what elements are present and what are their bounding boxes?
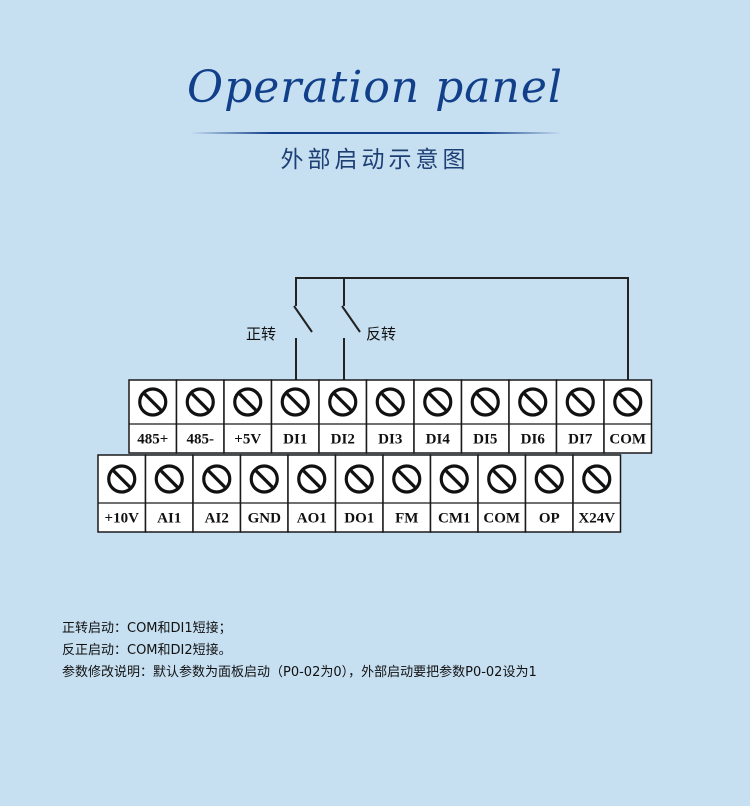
- screw-slot: [191, 392, 210, 412]
- screw-slot: [112, 469, 131, 489]
- terminal-label: DI3: [378, 432, 402, 448]
- terminal-di1: DI1: [270, 379, 320, 454]
- screw-slot: [350, 469, 369, 489]
- page-subtitle: 外部启动示意图: [280, 147, 470, 173]
- screw-slot: [302, 469, 321, 489]
- screw-slot: [207, 469, 226, 489]
- screw-slot: [618, 392, 637, 412]
- page-title: Operation panel: [187, 62, 563, 113]
- screw-slot: [238, 392, 257, 412]
- terminal-label: COM: [609, 432, 646, 448]
- screw-slot: [587, 469, 606, 489]
- terminal-ai2: AI2: [192, 454, 242, 533]
- terminal-label: +10V: [105, 511, 140, 527]
- note-reverse: 反正启动：COM和DI2短接。: [62, 643, 232, 658]
- forward-switch-label: 正转: [246, 325, 276, 343]
- note-parameter: 参数修改说明：默认参数为面板启动（P0-02为0），外部启动要把参数P0-02设…: [62, 665, 537, 680]
- terminal-com: COM: [477, 454, 527, 533]
- screw-slot: [476, 392, 495, 412]
- reverse-switch-blade: [341, 305, 361, 333]
- terminal-di4: DI4: [413, 379, 463, 454]
- terminal-label: FM: [395, 511, 418, 527]
- terminal-op: OP: [524, 454, 574, 533]
- screw-slot: [255, 469, 274, 489]
- note-forward: 正转启动：COM和DI1短接；: [62, 621, 232, 636]
- screw-slot: [492, 469, 511, 489]
- terminal-fm: FM: [382, 454, 432, 533]
- screw-slot: [143, 392, 162, 412]
- screw-slot: [286, 392, 305, 412]
- terminal-di7: DI7: [555, 379, 605, 454]
- terminal-10v: +10V: [97, 454, 147, 533]
- terminal-label: AO1: [297, 511, 327, 527]
- terminal-ai1: AI1: [144, 454, 194, 533]
- screw-slot: [428, 392, 447, 412]
- terminal-label: COM: [483, 511, 520, 527]
- terminal-label: 485+: [137, 432, 168, 448]
- terminal-5v: +5V: [223, 379, 273, 454]
- screw-slot: [540, 469, 559, 489]
- terminal-row-1: 485+ 485- +5V DI1 DI2 DI3 DI4 DI5 DI6 DI7 COM: [128, 379, 653, 454]
- terminal-label: X24V: [578, 511, 615, 527]
- terminal-label: AI2: [205, 511, 229, 527]
- screw-slot: [160, 469, 179, 489]
- screw-slot: [445, 469, 464, 489]
- terminal-label: DI6: [521, 432, 546, 448]
- terminal-label: +5V: [234, 432, 261, 448]
- terminal-gnd: GND: [239, 454, 289, 533]
- terminal-cm1: CM1: [429, 454, 479, 533]
- terminal-label: DI1: [283, 432, 307, 448]
- reverse-switch-label: 反转: [366, 325, 396, 343]
- screw-slot: [397, 469, 416, 489]
- terminal-label: DI2: [331, 432, 355, 448]
- top-bus-wire: [295, 277, 629, 380]
- terminal-di2: DI2: [318, 379, 368, 454]
- terminal-di5: DI5: [460, 379, 510, 454]
- terminal-label: AI1: [157, 511, 181, 527]
- terminal-ao1: AO1: [287, 454, 337, 533]
- terminal-label: DI7: [568, 432, 593, 448]
- terminal-di6: DI6: [508, 379, 558, 454]
- forward-switch-blade: [293, 305, 313, 333]
- terminal-di3: DI3: [365, 379, 415, 454]
- wiring-lines: [293, 277, 629, 380]
- screw-slot: [381, 392, 400, 412]
- terminal-label: CM1: [438, 511, 471, 527]
- terminal-label: 485-: [187, 432, 215, 448]
- terminal-row-2: +10V AI1 AI2 GND AO1 DO1 FM CM1 COM OP X24V: [97, 454, 622, 533]
- title-divider: [190, 132, 562, 134]
- terminal-do1: DO1: [334, 454, 384, 533]
- notes: 正转启动：COM和DI1短接； 反正启动：COM和DI2短接。 参数修改说明：默…: [62, 618, 722, 684]
- screw-slot: [571, 392, 590, 412]
- terminal-label: DI4: [426, 432, 451, 448]
- terminal-label: DI5: [473, 432, 497, 448]
- terminal-com: COM: [603, 379, 653, 454]
- terminal-485: 485+: [128, 379, 178, 454]
- terminal-label: DO1: [344, 511, 374, 527]
- terminal-x24v: X24V: [572, 454, 622, 533]
- screw-slot: [523, 392, 542, 412]
- terminal-485: 485-: [175, 379, 225, 454]
- terminal-label: GND: [248, 511, 282, 527]
- screw-slot: [333, 392, 352, 412]
- terminal-label: OP: [539, 511, 560, 527]
